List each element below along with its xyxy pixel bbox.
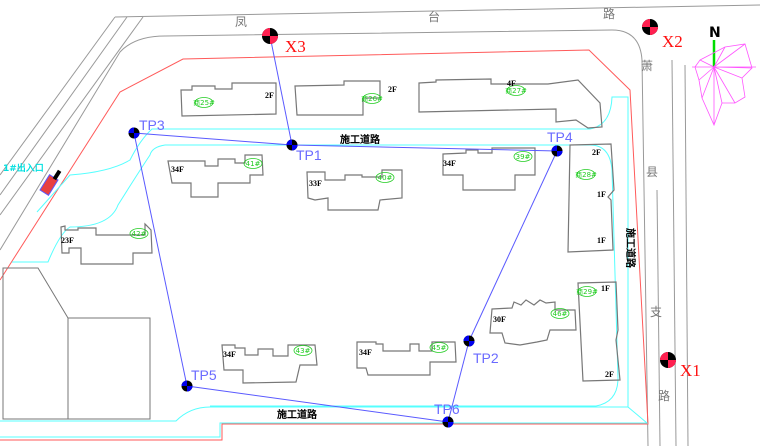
building-number-ellipse — [513, 151, 533, 162]
control-point-label-x3: X3 — [285, 37, 306, 56]
building-number-ellipse — [362, 93, 382, 104]
survey-point-marker-icon — [463, 335, 475, 347]
road-name-char: 路 — [658, 388, 670, 403]
traverse-line — [291, 144, 558, 152]
survey-point-marker-icon — [442, 416, 454, 428]
building-number: 40# — [378, 174, 393, 182]
building-outline — [294, 80, 381, 116]
traverse-line — [269, 35, 293, 146]
traverse-line — [186, 385, 449, 423]
building-floors: 2F — [265, 91, 274, 100]
road-name-char: 县 — [646, 165, 658, 179]
building-number: 商25# — [193, 98, 215, 107]
survey-point-marker-icon — [660, 352, 676, 368]
building-number: 商29# — [576, 287, 598, 296]
building-floors: 2F — [605, 370, 614, 379]
building-floors: 2F — [388, 85, 397, 94]
road-name-char: 台 — [428, 9, 440, 24]
building-number-ellipse — [375, 172, 395, 183]
building-outline — [306, 169, 403, 211]
building-floors: 34F — [223, 350, 236, 359]
building-number-ellipse — [293, 345, 313, 356]
building-outline — [577, 281, 621, 382]
building-number: 42# — [132, 230, 147, 238]
traverse-line — [447, 340, 470, 423]
control-point-label-x2: X2 — [662, 32, 683, 51]
wind-rose-icon — [692, 43, 756, 127]
building-floors: 30F — [493, 315, 506, 324]
building-floors: 1F — [597, 236, 606, 245]
building-number: 39# — [516, 153, 531, 161]
building-outline — [167, 154, 264, 198]
road-name-char: 路 — [603, 6, 615, 21]
construction-road-label-vertical: 施工道路 — [624, 228, 637, 269]
traverse-point-label-tp1: TP1 — [296, 147, 322, 163]
left-lots — [2, 267, 151, 420]
survey-point-marker-icon — [286, 139, 298, 151]
building-outline — [489, 299, 577, 346]
road-name-char: 凤 — [235, 15, 247, 29]
traverse-point-label-tp6: TP6 — [434, 401, 460, 417]
north-label: N — [709, 25, 721, 41]
road-edges — [0, 4, 760, 446]
building-floors: 4F — [507, 79, 516, 88]
entrance-gate-icon — [39, 169, 62, 196]
building-outline — [442, 147, 536, 191]
building-number: 46# — [553, 310, 568, 318]
survey-point-marker-icon — [551, 145, 563, 157]
traverse-point-label-tp4: TP4 — [547, 129, 573, 145]
building-floors: 1F — [601, 284, 610, 293]
building-outline — [567, 143, 615, 253]
site-roads — [0, 96, 649, 438]
building-floors: 34F — [171, 165, 184, 174]
building-floors: 1F — [597, 190, 606, 199]
site-boundary — [0, 49, 649, 441]
building-floors: 34F — [443, 159, 456, 168]
building-outline — [180, 82, 277, 117]
building-number: 43# — [296, 347, 311, 355]
building-number: 45# — [432, 344, 447, 352]
building-number-ellipse — [550, 308, 570, 319]
building-outline — [221, 344, 318, 384]
building-floors: 23F — [61, 236, 74, 245]
survey-point-marker-icon — [128, 127, 140, 139]
road-name-char: 支 — [650, 305, 662, 319]
building-number-ellipse — [429, 342, 449, 353]
building-number: 41# — [246, 160, 261, 168]
building-outline — [60, 222, 153, 265]
construction-road-label: 施工道路 — [277, 408, 318, 421]
building-number-ellipse — [194, 97, 214, 108]
traverse-line — [468, 150, 558, 342]
building-number-ellipse — [243, 158, 263, 169]
traverse-point-label-tp2: TP2 — [473, 350, 499, 366]
survey-point-marker-icon — [181, 380, 193, 392]
traverse-line — [133, 132, 293, 146]
building-number-ellipse — [129, 228, 149, 239]
building-number-ellipse — [576, 169, 596, 180]
building-outline — [418, 78, 603, 129]
building-floors: 34F — [359, 348, 372, 357]
construction-road-label: 施工道路 — [340, 133, 381, 146]
control-point-label-x1: X1 — [680, 361, 701, 380]
road-name-char: 萧 — [641, 59, 653, 73]
building-number: 商26# — [361, 94, 383, 103]
building-number: 商28# — [575, 170, 597, 179]
buildings — [60, 78, 621, 384]
traverse-lines — [133, 35, 558, 423]
building-number: 商27# — [505, 86, 527, 95]
building-number-ellipse — [506, 85, 526, 96]
traverse-point-label-tp5: TP5 — [191, 367, 217, 383]
traverse-line — [133, 132, 188, 387]
building-number-ellipse — [577, 286, 597, 297]
survey-point-marker-icon — [262, 28, 278, 44]
survey-point-marker-icon — [642, 19, 658, 35]
building-floors: 2F — [592, 148, 601, 157]
building-floors: 33F — [309, 179, 322, 188]
entrance-label: 1#出入口 — [3, 162, 44, 174]
traverse-point-label-tp3: TP3 — [139, 117, 165, 133]
